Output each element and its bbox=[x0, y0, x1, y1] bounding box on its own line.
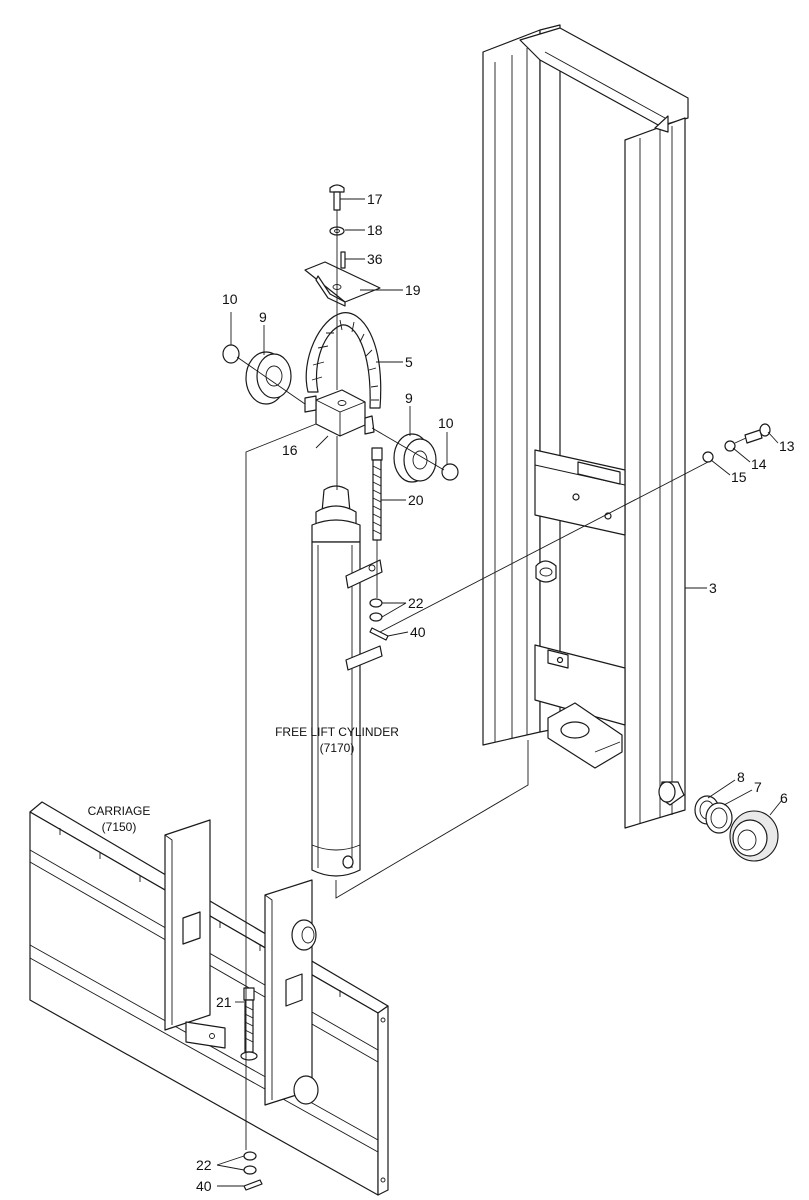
callout-40-upper: 40 bbox=[410, 624, 426, 640]
anchor-bolt-21 bbox=[240, 987, 258, 1061]
callout-36: 36 bbox=[367, 251, 383, 267]
mast-frame bbox=[482, 24, 689, 829]
callout-7: 7 bbox=[754, 779, 762, 795]
callout-17: 17 bbox=[367, 191, 383, 207]
bolt-17 bbox=[329, 184, 345, 211]
washer-7 bbox=[705, 802, 733, 834]
callout-9-left: 9 bbox=[259, 309, 267, 325]
bolt-13 bbox=[744, 423, 771, 444]
callout-15: 15 bbox=[731, 469, 747, 485]
callout-20: 20 bbox=[408, 492, 424, 508]
callout-19: 19 bbox=[405, 282, 421, 298]
free-lift-cylinder-ref: (7170) bbox=[320, 741, 355, 755]
crosshead-16 bbox=[304, 389, 375, 437]
callout-22-lower: 22 bbox=[196, 1157, 212, 1173]
nut-22-upper-a bbox=[369, 598, 383, 608]
callout-14: 14 bbox=[751, 456, 767, 472]
callout-21: 21 bbox=[216, 994, 232, 1010]
snap-ring-10-right bbox=[441, 463, 459, 481]
callout-5: 5 bbox=[405, 354, 413, 370]
callout-18: 18 bbox=[367, 222, 383, 238]
assembly-lines bbox=[236, 210, 747, 1150]
callout-40-lower: 40 bbox=[196, 1178, 212, 1194]
nut-22-lower-b bbox=[243, 1165, 257, 1175]
free-lift-cylinder bbox=[311, 485, 383, 877]
nut-22-lower-a bbox=[243, 1151, 257, 1161]
cotter-pin-40-upper bbox=[369, 627, 389, 641]
chain-5 bbox=[305, 312, 382, 409]
pin-36 bbox=[340, 251, 346, 269]
snap-ring-10-left bbox=[222, 344, 240, 364]
callout-13: 13 bbox=[779, 438, 795, 454]
carriage-label: CARRIAGE bbox=[88, 804, 151, 818]
carriage bbox=[29, 801, 389, 1196]
callout-leaders bbox=[216, 198, 783, 1187]
anchor-bolt-20 bbox=[371, 447, 383, 541]
free-lift-cylinder-label: FREE LIFT CYLINDER bbox=[275, 725, 399, 739]
sheave-9-right bbox=[393, 433, 437, 483]
cotter-pin-40-lower bbox=[243, 1179, 263, 1191]
callout-16: 16 bbox=[282, 442, 298, 458]
carriage-ref: (7150) bbox=[102, 820, 137, 834]
callout-10-left: 10 bbox=[222, 291, 238, 307]
callout-10-right: 10 bbox=[438, 415, 454, 431]
bearing-assembly bbox=[694, 795, 779, 862]
sheave-9-left bbox=[245, 351, 292, 405]
callout-6: 6 bbox=[780, 790, 788, 806]
washer-14 bbox=[724, 440, 736, 452]
nut-22-upper-b bbox=[369, 612, 383, 622]
callout-22-upper: 22 bbox=[408, 595, 424, 611]
callout-3: 3 bbox=[709, 580, 717, 596]
callout-8: 8 bbox=[737, 769, 745, 785]
callout-9-right: 9 bbox=[405, 390, 413, 406]
